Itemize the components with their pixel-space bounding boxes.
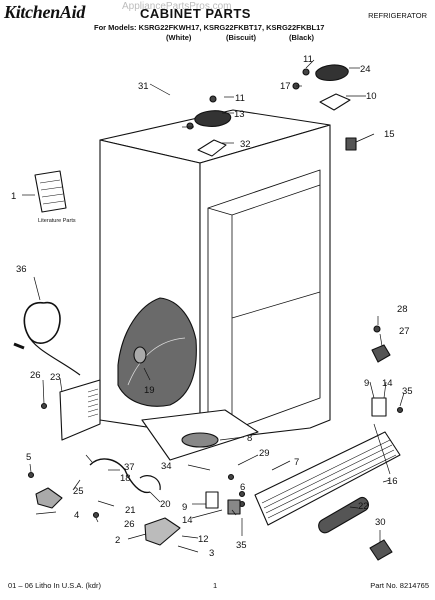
- leveler-27: [371, 344, 391, 363]
- valve-4: [35, 487, 63, 509]
- cabinet-opening: [207, 169, 321, 431]
- variant-black: (Black): [289, 33, 315, 42]
- water-tube-36: [23, 301, 61, 344]
- toe-grille-16: [254, 431, 401, 526]
- footer-litho: 01 – 06 Litho In U.S.A. (kdr): [8, 581, 101, 590]
- callout-7: 7: [294, 457, 299, 468]
- callout-16: 16: [387, 476, 398, 487]
- callout-13: 13: [234, 109, 245, 120]
- callout-27: 27: [399, 326, 410, 337]
- callout-19: 19: [144, 385, 155, 396]
- callout-32: 32: [240, 139, 251, 150]
- models-line: For Models: KSRG22FKWH17, KSRG22FKBT17, …: [94, 23, 325, 32]
- hinge-cover-13: [194, 110, 232, 127]
- bracket-9-bottom: [205, 491, 219, 509]
- fan-motor-8: [181, 432, 219, 448]
- callout-labels: 1 2 3 4 5 6 7 8 9 9 10 11 11 12 13 14 14…: [11, 54, 413, 559]
- water-valve-2: [144, 517, 181, 546]
- callout-26-left: 26: [30, 370, 41, 381]
- callout-4: 4: [74, 510, 79, 521]
- brand-logo: KitchenAid: [4, 2, 86, 22]
- callout-6: 6: [240, 482, 245, 493]
- watermark: AppliancePartsPros.com: [122, 1, 232, 12]
- filter-22: [318, 496, 369, 534]
- bracket-9-right: [371, 397, 387, 417]
- callout-31: 31: [138, 81, 149, 92]
- callout-11-top: 11: [235, 93, 245, 104]
- callout-35-bottom: 35: [236, 540, 247, 551]
- leader-lines: [22, 59, 405, 553]
- callout-9-right: 9: [364, 378, 369, 389]
- callout-8: 8: [247, 433, 252, 444]
- plug-15: [345, 137, 357, 151]
- callout-28: 28: [397, 304, 408, 315]
- variant-biscuit: (Biscuit): [226, 33, 256, 42]
- hinge-cover-24: [315, 64, 349, 81]
- hinge-10: [319, 93, 351, 111]
- callout-35-right: 35: [402, 386, 413, 397]
- callout-30: 30: [375, 517, 386, 528]
- part-6: [227, 499, 241, 515]
- literature-booklet: [34, 170, 67, 213]
- screws: [27, 68, 404, 519]
- callout-22: 22: [358, 501, 369, 512]
- callout-14-right: 14: [382, 378, 393, 389]
- variant-white: (White): [166, 33, 192, 42]
- callout-11-right: 11: [303, 54, 313, 65]
- callout-23: 23: [50, 372, 61, 383]
- callout-14-bottom: 14: [182, 515, 193, 526]
- callout-29: 29: [259, 448, 270, 459]
- footer-part-number: Part No. 8214765: [370, 581, 429, 590]
- cap-30: [369, 539, 393, 561]
- callout-37: 37: [124, 462, 135, 473]
- callout-21: 21: [125, 505, 136, 516]
- callout-24: 24: [360, 64, 371, 75]
- callout-1: 1: [11, 191, 16, 202]
- callout-18: 18: [120, 473, 131, 484]
- page-title: CABINET PARTS: [140, 6, 251, 21]
- callout-2: 2: [115, 535, 120, 546]
- callout-12: 12: [198, 534, 209, 545]
- callout-34: 34: [161, 461, 172, 472]
- category-label: REFRIGERATOR: [368, 11, 427, 20]
- callout-3: 3: [209, 548, 214, 559]
- callout-20: 20: [160, 499, 171, 510]
- callout-36: 36: [16, 264, 27, 275]
- footer-page-number: 1: [213, 581, 218, 590]
- callout-9-bottom: 9: [182, 502, 187, 513]
- callout-26-bottom: 26: [124, 519, 135, 530]
- part-19: [133, 346, 147, 364]
- callout-5: 5: [26, 452, 31, 463]
- hinge-32: [197, 139, 227, 157]
- callout-15: 15: [384, 129, 395, 140]
- side-cutaway: [117, 297, 197, 407]
- literature-label: Literature Parts: [38, 218, 76, 224]
- callout-10: 10: [366, 91, 377, 102]
- callout-25: 25: [73, 486, 84, 497]
- callout-17: 17: [280, 81, 291, 92]
- tube-18: [139, 475, 161, 491]
- rear-panel-23: [59, 379, 101, 441]
